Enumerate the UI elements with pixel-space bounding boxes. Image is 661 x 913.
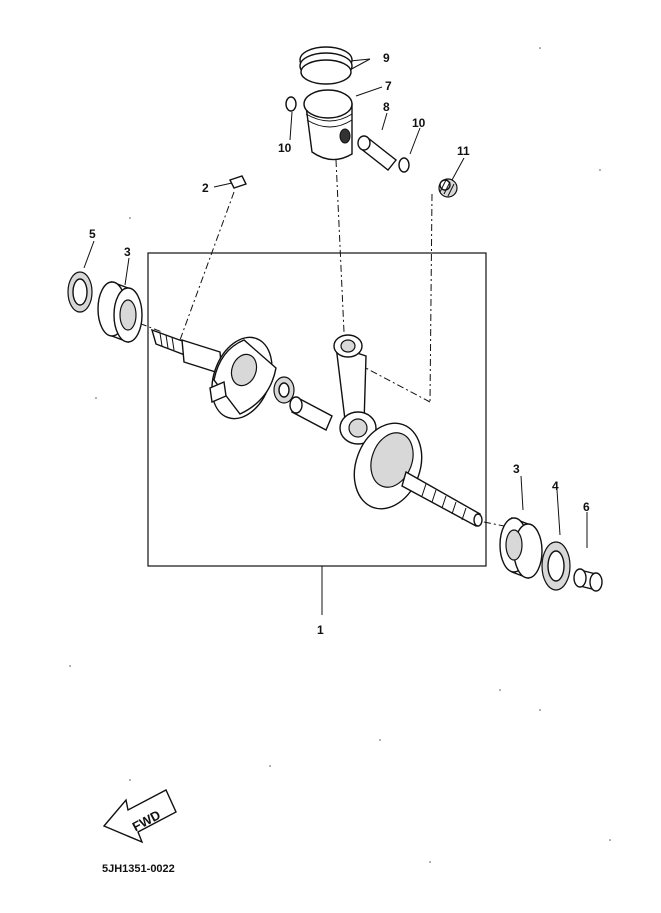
- piston-ring-set: [299, 46, 353, 85]
- crankshaft-assembly-frame: [147, 252, 487, 567]
- crank-pin: [273, 376, 333, 431]
- crankshaft-left-half: [150, 328, 277, 420]
- label-oil-seal-left: 5: [89, 227, 96, 241]
- label-key: 2: [202, 181, 209, 195]
- crankshaft-key: [229, 175, 247, 189]
- piston-pin: [357, 135, 397, 171]
- alignment-lines: [125, 159, 505, 527]
- connecting-rod: [333, 334, 377, 445]
- label-crankshaft: 1: [317, 623, 324, 637]
- label-piston-ring-set: 9: [383, 51, 390, 65]
- scan-specks: [69, 47, 611, 863]
- label-piston: 7: [385, 79, 392, 93]
- leader-lines: [83, 58, 588, 615]
- bearing-right: [499, 516, 543, 580]
- label-bearing-right: 3: [513, 462, 520, 476]
- label-small-end-bearing: 11: [457, 144, 470, 158]
- piston: [303, 89, 353, 161]
- label-clip-left: 10: [278, 141, 292, 155]
- small-end-bearing: [438, 178, 458, 198]
- forward-arrow: FWD: [102, 789, 177, 844]
- label-oil-seal-right: 4: [552, 479, 559, 493]
- piston-pin-clip-left: [285, 96, 297, 112]
- bearing-left: [97, 280, 143, 344]
- label-bearing-left: 3: [124, 245, 131, 259]
- diagram-code: 5JH1351-0022: [102, 863, 175, 875]
- collar: [573, 568, 603, 592]
- crankshaft-right-half: [353, 422, 483, 528]
- oil-seal-left: [67, 271, 93, 313]
- label-clip-right: 10: [412, 116, 426, 130]
- label-collar: 6: [583, 500, 590, 514]
- piston-pin-clip-right: [398, 157, 410, 173]
- label-piston-pin: 8: [383, 100, 390, 114]
- oil-seal-right: [541, 541, 571, 591]
